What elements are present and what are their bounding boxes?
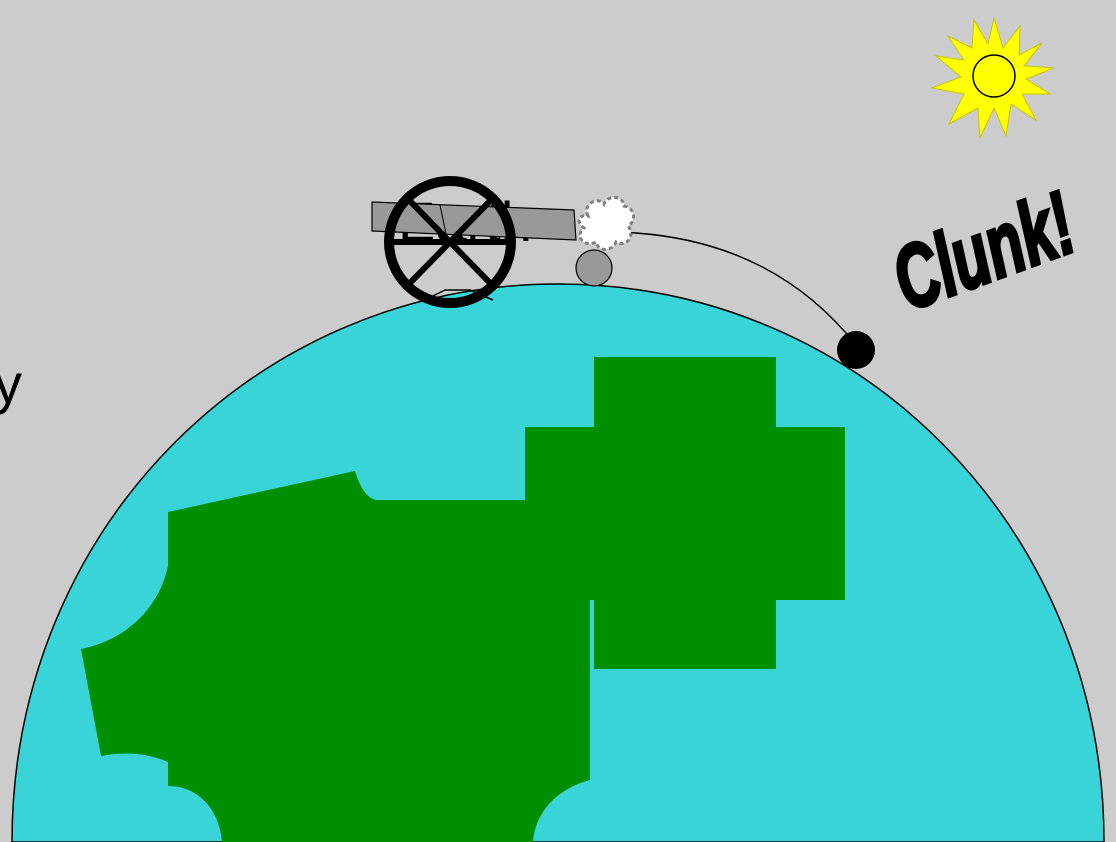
cannon-barrel-seam — [439, 204, 447, 235]
continent-west — [81, 471, 590, 842]
cannonball-stack-icon — [575, 249, 613, 287]
cannonball-icon — [837, 331, 875, 369]
clunk-label-group: Clunk! — [878, 172, 1088, 332]
earth — [11, 283, 1105, 842]
cannon-icon — [371, 176, 577, 308]
slide-text-fragment: y — [0, 352, 22, 415]
sun-icon — [930, 16, 1055, 139]
continents — [81, 357, 845, 842]
smoke-puff-icon — [577, 196, 635, 251]
sun-core — [972, 54, 1016, 98]
clunk-label: Clunk! — [880, 173, 1088, 330]
cannon-wheel — [384, 176, 516, 308]
continent-east — [525, 357, 845, 669]
trajectory-arc — [595, 231, 857, 346]
